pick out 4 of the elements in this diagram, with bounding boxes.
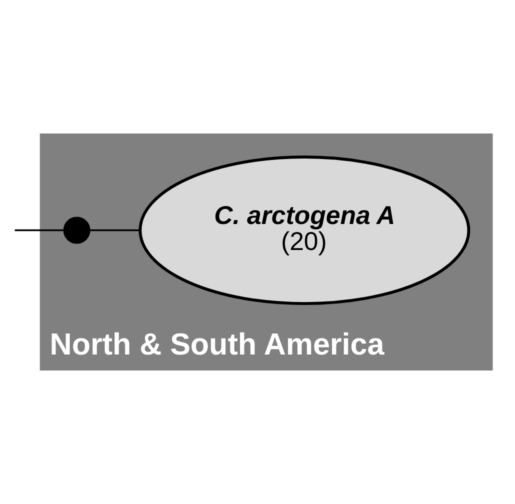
node-ellipse: C. arctogena A (20) bbox=[138, 156, 470, 306]
connector bbox=[90, 229, 140, 232]
connector bbox=[14, 229, 64, 232]
node-circle bbox=[63, 216, 90, 244]
